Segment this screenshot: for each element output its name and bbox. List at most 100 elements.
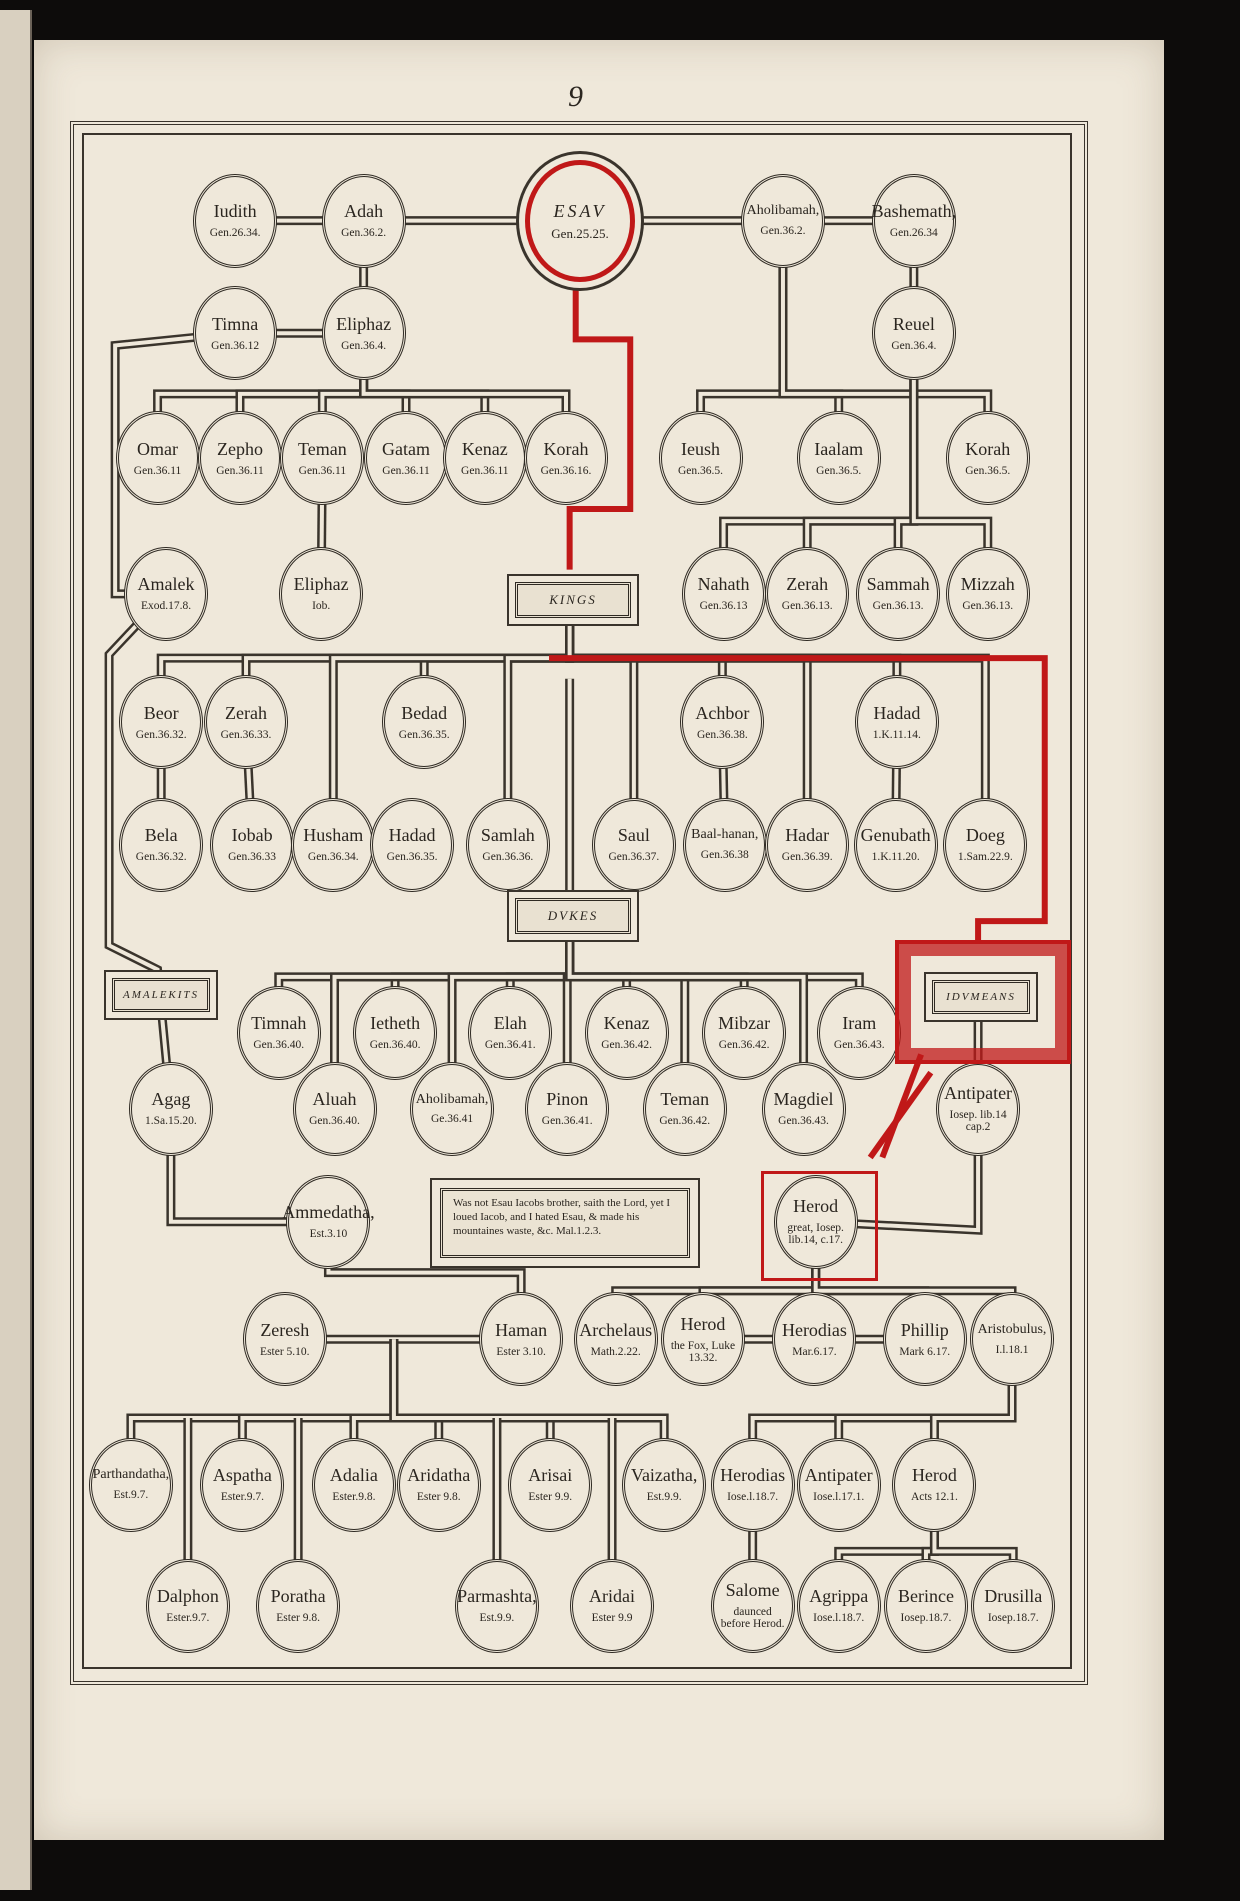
node-name: Bedad [401,702,448,723]
node-ref: Gen.36.40. [309,1115,360,1128]
node-ref: Gen.36.11 [382,464,430,477]
node-name: Korah [965,438,1011,459]
node-name: Elah [493,1013,527,1034]
node-name: Adah [344,201,384,222]
herod-highlight [761,1171,878,1281]
node-name: Arisai [528,1465,573,1486]
node-name: Aspatha [212,1465,272,1486]
node-name: Amalek [137,574,195,595]
node-ref: Mark 6.17. [899,1345,951,1358]
connector-line [567,921,806,1109]
node-name: Poratha [270,1586,326,1607]
node-ref: Ester 9.9 [591,1612,633,1625]
node-name: Berince [897,1586,954,1607]
node-name: Antipater [944,1083,1013,1104]
node-name: Magdiel [773,1089,834,1110]
node-name: Aridai [589,1586,636,1607]
node-name: Teman [660,1089,710,1110]
node-ref: Gen.36.43. [778,1115,829,1128]
node-ref: Gen.36.37. [608,851,660,864]
person-node: Ammedatha,Est.3.10 [282,1174,375,1269]
node-ref: Ester 5.10. [260,1345,310,1358]
node-name: Beor [143,702,179,723]
node-ref: Ester 9.8. [416,1491,461,1504]
node-ref: Gen.36.36. [482,851,534,864]
node-name: Aholibamah, [746,203,820,219]
node-name: Parthandatha, [92,1467,170,1483]
node-name: Iram [842,1013,877,1034]
node-ref: Gen.36.41. [541,1115,593,1128]
idumeans-banner: IDVMEANS [932,980,1030,1014]
person-node: Bashemath,Gen.26.34 [872,173,956,268]
node-name: Aridatha [407,1465,471,1486]
idumeans-highlight [895,940,1071,1064]
node-name: Zepho [216,438,263,459]
node-name: Gatam [382,438,430,459]
node-ref: Iose.l.18.7. [813,1612,865,1625]
node-name: Iudith [213,201,257,222]
node-ref: 1.K.11.14. [872,728,921,741]
node-name: Adalia [329,1465,378,1486]
node-name: Hadar [785,825,830,846]
facing-page-edge [0,10,32,1890]
node-name: Zeresh [260,1319,310,1340]
node-ref: Gen.36.5. [678,464,724,477]
node-ref: Gen.36.11 [298,464,347,477]
node-name: Agag [151,1089,191,1110]
node-ref: Gen.36.41. [484,1039,536,1052]
outer-frame [70,121,1088,1685]
node-ref: Gen.36.33. [220,728,272,741]
node-name: Aristobulus, [977,1321,1047,1337]
node-name: Drusilla [984,1586,1043,1607]
node-name: Iaalam [814,438,864,459]
node-ref: 1.Sam.22.9. [957,851,1013,864]
node-ref: the Fox, Luke 13.32. [670,1339,736,1364]
node-name: Phillip [900,1319,949,1340]
node-name: Genubath [860,825,931,846]
node-ref: Gen.36.43. [833,1039,885,1052]
node-ref: Gen.36.42. [601,1039,652,1052]
node-ref: Gen.36.35. [386,851,438,864]
node-ref: Gen.25.25. [551,225,609,241]
node-ref: Gen.36.39. [781,851,833,864]
node-name: Bela [144,825,178,846]
node-ref: Gen.36.13. [872,600,924,613]
node-name: Zerah [225,702,268,723]
node-name: Vaizatha, [630,1465,698,1486]
node-ref: Gen.36.12 [211,339,260,352]
node-ref: Gen.36.5. [816,464,862,477]
node-ref: Gen.36.11 [133,464,182,477]
node-ref: Gen.36.32. [135,728,187,741]
node-name: Hadad [873,702,921,723]
connector-line [107,592,173,1110]
node-name: Aholibamah, [415,1091,489,1107]
node-name: Samlah [480,825,535,846]
node-ref: Ester 3.10. [496,1345,546,1358]
node-ref: Exod.17.8. [140,600,192,613]
person-node: Aholibamah,Ge.36.41 [410,1061,495,1156]
